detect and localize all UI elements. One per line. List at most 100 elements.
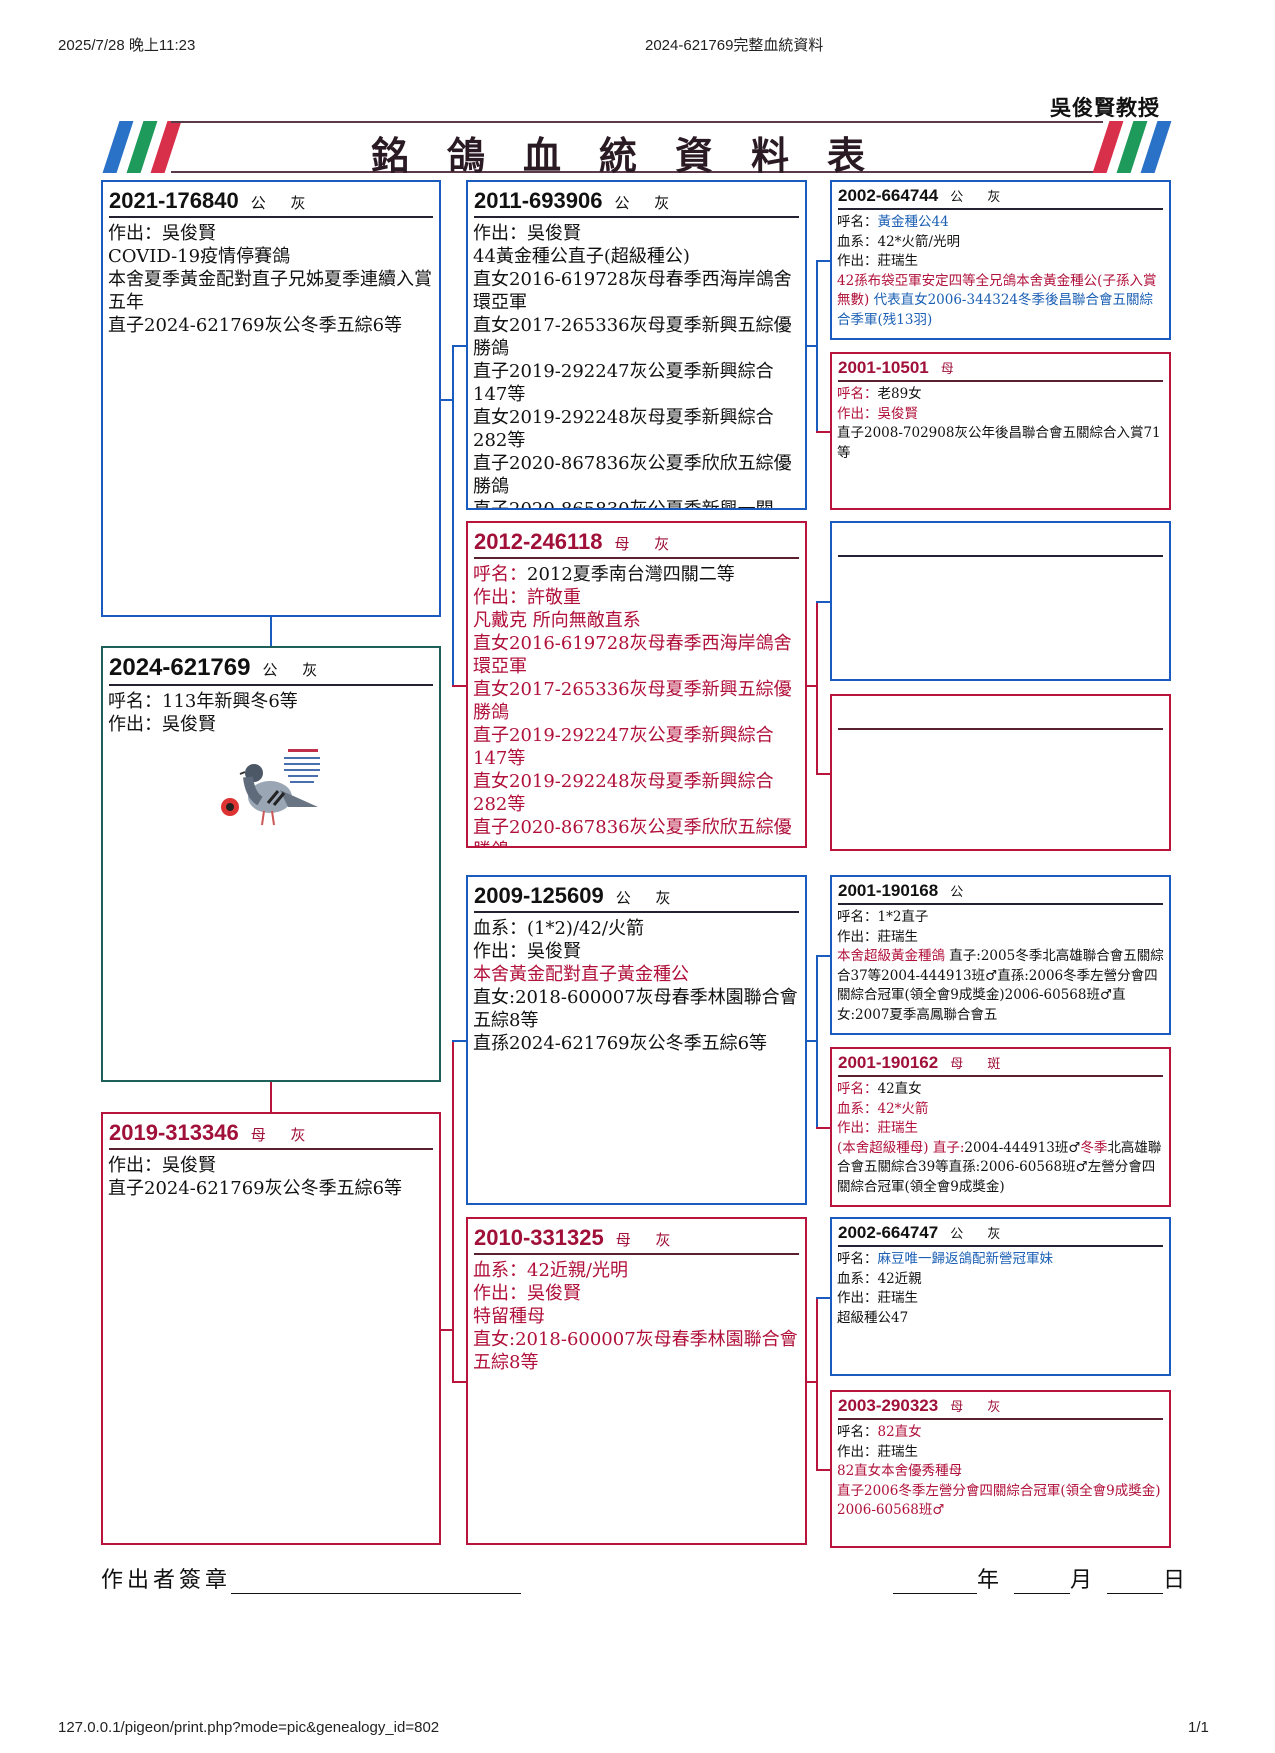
- info-text: 2012夏季南台灣四關二等: [527, 564, 735, 585]
- info-text: 作出：莊瑞生: [837, 928, 918, 945]
- info-line: 直子2019-292247灰公夏季新興綜合147等: [473, 360, 800, 406]
- info-text: 麻豆唯一歸返鴿配新營冠軍妹: [877, 1251, 1054, 1267]
- info-text: 北高雄聯合會五關綜合39等直孫:2006-60568班♂左營分會四關綜合冠軍(領…: [837, 1139, 1162, 1195]
- connector-line: [807, 1381, 817, 1383]
- info-line: 直子2006冬季左營分會四關綜合冠軍(領全會9成獎金) 2006-60568班♂: [837, 1482, 1164, 1521]
- connector-line: [441, 398, 453, 401]
- connector-line: [816, 1296, 818, 1469]
- info-text: 黃金種公44: [877, 214, 949, 230]
- info-text: 作出：吳俊賢: [108, 1155, 216, 1176]
- info-text: 呼名：: [837, 1424, 878, 1440]
- print-url: 127.0.0.1/pigeon/print.php?mode=pic&gene…: [58, 1719, 440, 1736]
- info-text: 直女:2018-600007灰母春季林園聯合會五綜8等: [473, 987, 798, 1031]
- info-line: 直女2017-265336灰母夏季新興五綜優勝鴿: [473, 314, 800, 360]
- info-line: 作出：吳俊賢: [473, 222, 800, 245]
- ring-number: 2003-290323: [838, 1396, 939, 1415]
- info-line: 血系：42*火箭/光明: [837, 233, 1164, 253]
- connector-line: [452, 1381, 466, 1383]
- print-doc-title: 2024-621769完整血統資料: [645, 37, 824, 54]
- info-text: 直子2024-621769灰公冬季五綜6等: [108, 1178, 403, 1199]
- sex-color: 公 灰: [614, 194, 680, 212]
- info-line: 直子2024-621769灰公冬季五綜6等: [108, 1177, 434, 1200]
- info-line: 直女2019-292248灰母夏季新興綜合282等: [473, 770, 800, 816]
- connector-line: [270, 617, 272, 646]
- ring-number: 2011-693906: [474, 188, 603, 213]
- info-line: 特留種母: [473, 1305, 800, 1328]
- ring-number: 2012-246118: [474, 529, 603, 554]
- info-text: COVID-19疫情停賽鴿: [108, 246, 291, 267]
- info-line: 44黃金種公直子(超級種公): [473, 245, 800, 268]
- card-body: 作出：吳俊賢直子2024-621769灰公冬季五綜6等: [103, 1150, 439, 1204]
- sire-pigeon-card[interactable]: [830, 521, 1171, 681]
- day-field[interactable]: [1107, 1569, 1164, 1594]
- info-text: 直女2016-619728灰母春季西海岸鴿舍環亞軍: [473, 633, 792, 677]
- connector-line: [452, 345, 466, 347]
- info-line: 作出：吳俊賢: [837, 405, 1164, 425]
- info-line: 作出：吳俊賢: [473, 940, 800, 963]
- connector-line: [816, 955, 818, 1127]
- info-text: 血系：42*火箭: [837, 1100, 929, 1117]
- info-line: 直子2024-621769灰公冬季五綜6等: [108, 314, 434, 337]
- info-text: 直子:2005冬季北高雄聯合會五關綜合37等2004-444913班♂直孫:20…: [837, 948, 1164, 1023]
- info-line: 作出：吳俊賢: [473, 1282, 800, 1305]
- info-line: 作出：莊瑞生: [837, 1443, 1164, 1463]
- info-text: 呼名：: [837, 1081, 878, 1097]
- info-text: 血系：(1*2)/42/火箭: [473, 918, 644, 939]
- ring-number: 2001-10501: [838, 358, 929, 377]
- card-body: [832, 730, 1169, 736]
- info-line: 直女2019-292248灰母夏季新興綜合282等: [473, 406, 800, 452]
- info-text: 作出：吳俊賢: [108, 223, 216, 244]
- info-line: 呼名：2012夏季南台灣四關二等: [473, 563, 800, 586]
- info-line: 直女:2018-600007灰母春季林園聯合會五綜8等: [473, 986, 800, 1032]
- info-line: 作出：吳俊賢: [108, 222, 434, 245]
- info-line: 血系：42*火箭: [837, 1100, 1164, 1120]
- info-text: 血系：42*火箭/光明: [837, 233, 960, 250]
- connector-line: [816, 601, 830, 603]
- connector-line: [816, 431, 830, 433]
- year-field[interactable]: [893, 1569, 977, 1594]
- info-line: 血系：(1*2)/42/火箭: [473, 917, 800, 940]
- sex-color: 公 灰: [950, 190, 1011, 205]
- print-datetime: 2025/7/28 晚上11:23: [58, 37, 196, 54]
- info-text: 直女2017-265336灰母夏季新興五綜優勝鴿: [473, 679, 792, 723]
- connector-line: [816, 260, 818, 431]
- page-title: 銘鴿血統資料表: [370, 134, 903, 178]
- card-header: 2001-10501 母: [838, 358, 1163, 382]
- info-text: 呼名：: [837, 1251, 878, 1267]
- signature-line[interactable]: [231, 1569, 522, 1594]
- info-line: 超級種公47: [837, 1309, 1164, 1329]
- sex-color: 母 灰: [950, 1400, 1011, 1415]
- dam-pigeon-card[interactable]: [830, 694, 1171, 851]
- month-field[interactable]: [1014, 1569, 1071, 1594]
- sex-color: 母: [940, 362, 964, 377]
- info-text: 直女2016-619728灰母春季西海岸鴿舍環亞軍: [473, 269, 792, 313]
- info-text: 呼名：113年新興冬6等: [108, 691, 298, 712]
- info-line: (本舍超級種母) 直子:2004-444913班♂冬季北高雄聯合會五關綜合39等…: [837, 1139, 1164, 1198]
- info-line: 血系：42近親: [837, 1270, 1164, 1290]
- connector-line: [816, 1127, 830, 1129]
- sex-color: 母 灰: [615, 1231, 681, 1249]
- info-text: 42直女: [877, 1081, 922, 1097]
- info-text: 呼名：: [837, 214, 878, 230]
- sex-color: 公: [950, 885, 974, 900]
- info-text: 老89女: [877, 386, 922, 402]
- info-line: 82直女本舍優秀種母: [837, 1462, 1164, 1482]
